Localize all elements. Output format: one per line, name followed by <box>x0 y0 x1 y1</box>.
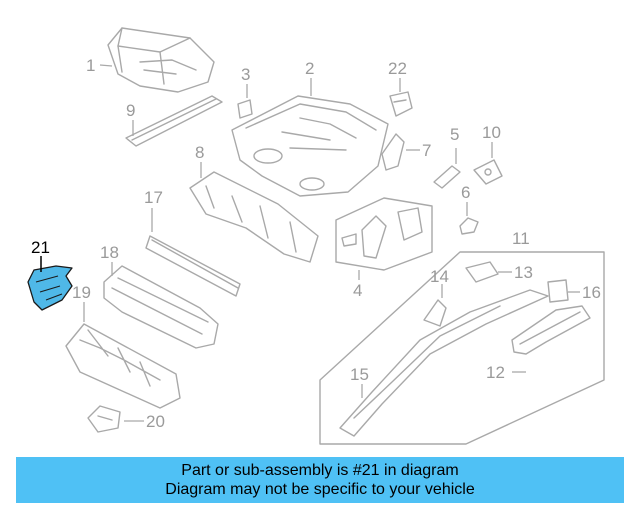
parts-diagram: 1 9 3 2 22 7 5 10 <box>27 27 605 445</box>
callout-15[interactable]: 15 <box>350 365 369 384</box>
part-18 <box>103 265 219 349</box>
info-caption: Part or sub-assembly is #21 in diagram D… <box>16 457 624 503</box>
part-11-box <box>319 251 605 445</box>
part-7 <box>381 133 405 171</box>
callout-6[interactable]: 6 <box>461 183 470 202</box>
part-14 <box>423 299 447 327</box>
part-21[interactable] <box>27 265 73 311</box>
callout-16[interactable]: 16 <box>582 283 601 302</box>
part-16 <box>547 279 569 303</box>
callout-9[interactable]: 9 <box>126 101 135 120</box>
part-13 <box>465 261 499 283</box>
callout-17[interactable]: 17 <box>144 188 163 207</box>
callout-20[interactable]: 20 <box>146 412 165 431</box>
part-8 <box>189 171 319 263</box>
part-12 <box>511 305 591 355</box>
part-5 <box>433 165 461 189</box>
caption-line-1: Part or sub-assembly is #21 in diagram <box>181 462 459 479</box>
callout-2[interactable]: 2 <box>305 59 314 78</box>
callout-1[interactable]: 1 <box>86 56 95 75</box>
part-15 <box>339 289 549 437</box>
part-19 <box>65 323 181 409</box>
part-6 <box>459 217 479 235</box>
part-22 <box>389 91 413 117</box>
callout-19[interactable]: 19 <box>72 283 91 302</box>
part-20 <box>87 405 121 433</box>
callout-8[interactable]: 8 <box>195 143 204 162</box>
part-2 <box>231 95 389 197</box>
callout-10[interactable]: 10 <box>482 123 501 142</box>
callout-3[interactable]: 3 <box>241 65 250 84</box>
part-9 <box>125 95 223 147</box>
callout-7[interactable]: 7 <box>422 141 431 160</box>
callout-14[interactable]: 14 <box>430 267 449 286</box>
part-10 <box>473 159 503 185</box>
callout-22[interactable]: 22 <box>388 59 407 78</box>
callout-4[interactable]: 4 <box>353 281 362 300</box>
part-1 <box>107 27 215 93</box>
callout-13[interactable]: 13 <box>514 263 533 282</box>
part-17 <box>145 235 241 297</box>
caption-line-2: Diagram may not be specific to your vehi… <box>165 481 475 498</box>
callout-11[interactable]: 11 <box>512 229 530 248</box>
callout-18[interactable]: 18 <box>100 243 119 262</box>
callout-12[interactable]: 12 <box>486 363 505 382</box>
callout-5[interactable]: 5 <box>450 125 459 144</box>
callout-21[interactable]: 21 <box>31 238 50 257</box>
part-4-box <box>335 197 433 271</box>
part-3 <box>237 99 253 119</box>
